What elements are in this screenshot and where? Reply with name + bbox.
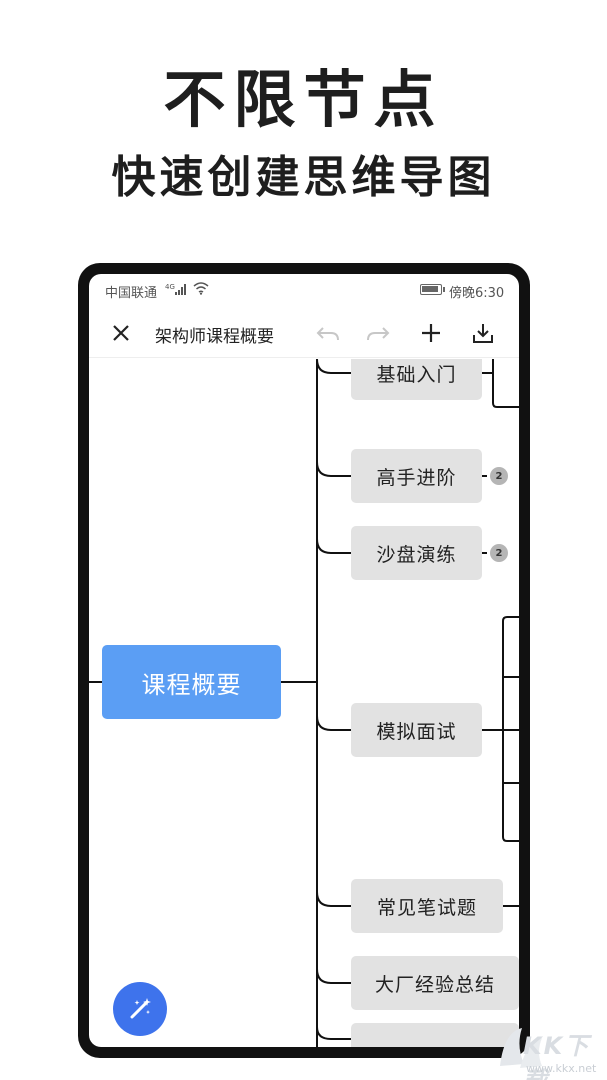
phone-frame: 中国联通 4G 傍晚6:30 bbox=[78, 263, 530, 1058]
watermark-text: KK下载 bbox=[523, 1032, 591, 1080]
redo-icon[interactable] bbox=[363, 308, 393, 358]
battery-icon bbox=[420, 284, 445, 295]
undo-icon[interactable] bbox=[313, 308, 343, 358]
mindmap-node[interactable]: 沙盘演练 bbox=[351, 526, 482, 580]
download-icon[interactable] bbox=[467, 308, 499, 358]
magic-wand-icon bbox=[130, 998, 151, 1019]
mindmap-node[interactable]: 大厂经验总结 bbox=[351, 956, 519, 1010]
plus-icon[interactable] bbox=[416, 308, 446, 358]
watermark-logo bbox=[500, 1028, 542, 1068]
collapsed-count-badge[interactable]: 2 bbox=[490, 544, 508, 562]
status-bar: 中国联通 4G 傍晚6:30 bbox=[89, 274, 519, 306]
app-screen: 中国联通 4G 傍晚6:30 bbox=[89, 274, 519, 1047]
carrier-name: 中国联通 bbox=[105, 286, 158, 301]
close-icon[interactable] bbox=[103, 308, 139, 358]
mindmap-canvas[interactable]: 课程概要 基础入门 高手进阶 2 沙盘演练 2 模拟面试 常见笔试题 大厂经验总… bbox=[89, 359, 519, 1047]
svg-text:4G: 4G bbox=[165, 283, 175, 291]
wifi-icon bbox=[193, 281, 209, 299]
mindmap-node[interactable]: 高手进阶 bbox=[351, 449, 482, 503]
magic-wand-button[interactable] bbox=[113, 982, 167, 1036]
mindmap-connectors bbox=[89, 359, 519, 1047]
document-title: 架构师课程概要 bbox=[155, 327, 274, 347]
signal-icon: 4G bbox=[165, 282, 189, 299]
collapsed-count-badge[interactable]: 2 bbox=[490, 467, 508, 485]
watermark-url: www.kkx.net bbox=[526, 1062, 597, 1075]
toolbar: 架构师课程概要 bbox=[89, 308, 519, 358]
promo-headline: 不限节点 bbox=[163, 63, 444, 136]
mindmap-node[interactable]: 常见笔试题 bbox=[351, 879, 503, 933]
mindmap-node[interactable]: 基础入门 bbox=[351, 359, 482, 400]
mindmap-node-partial[interactable] bbox=[351, 1023, 519, 1047]
mindmap-root-node[interactable]: 课程概要 bbox=[102, 645, 281, 719]
mindmap-node[interactable]: 模拟面试 bbox=[351, 703, 482, 757]
promo-subheadline: 快速创建思维导图 bbox=[111, 152, 496, 203]
status-time: 傍晚6:30 bbox=[449, 286, 505, 301]
